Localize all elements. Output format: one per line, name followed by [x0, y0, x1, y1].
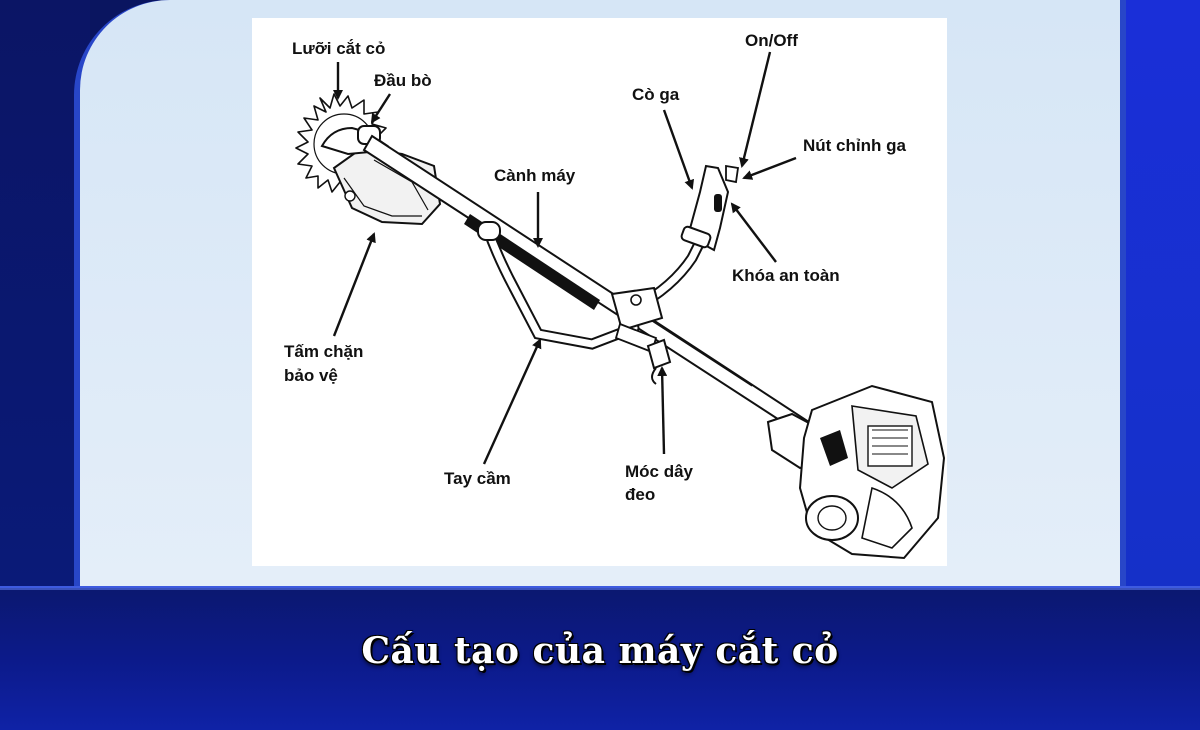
label-blade: Lưỡi cắt cỏ	[292, 39, 385, 58]
caption-bar: Cấu tạo của máy cắt cỏ	[0, 586, 1200, 730]
brush-cutter-diagram: Lưỡi cắt cỏ Đầu bò Tấm chặn bảo vệ Cành …	[284, 31, 946, 560]
label-throttle-adjust: Nút chỉnh ga	[803, 136, 906, 155]
throttle-grip	[680, 164, 740, 252]
arrow-strap-hook	[657, 366, 668, 455]
label-shaft: Cành máy	[494, 166, 576, 185]
label-throttle: Cò ga	[632, 85, 680, 104]
label-guard-line1: Tấm chặn	[284, 342, 363, 361]
arrow-on-off	[739, 51, 772, 168]
handle-bar	[477, 192, 726, 354]
engine	[766, 384, 946, 560]
arrow-throttle	[662, 109, 695, 190]
shaft	[362, 134, 814, 438]
arrow-handle	[482, 338, 542, 465]
arrow-safety-lock	[730, 202, 777, 263]
caption-title: Cấu tạo của máy cắt cỏ	[361, 630, 839, 672]
label-handle: Tay cầm	[444, 469, 511, 488]
label-strap-hook-line1: Móc dây	[625, 462, 694, 481]
label-head: Đầu bò	[374, 71, 432, 90]
label-on-off: On/Off	[745, 31, 798, 50]
arrow-guard	[332, 232, 376, 337]
label-safety-lock: Khóa an toàn	[732, 266, 840, 285]
label-strap-hook-line2: đeo	[625, 485, 655, 504]
strap-hook	[646, 338, 672, 385]
arrow-head	[370, 93, 392, 124]
arrow-throttle-adjust	[742, 156, 797, 180]
label-guard-line2: bảo vệ	[284, 366, 338, 385]
